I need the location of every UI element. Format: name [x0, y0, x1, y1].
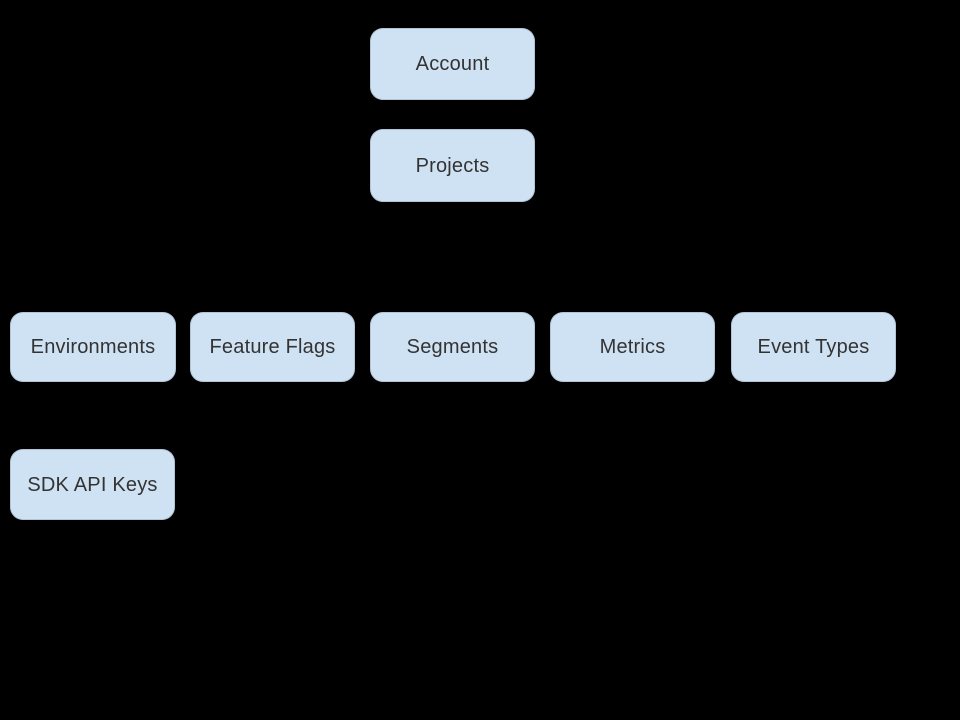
diagram-node-metrics: Metrics: [550, 312, 715, 382]
node-label-event-types: Event Types: [757, 336, 870, 358]
diagram-node-segments: Segments: [370, 312, 535, 382]
node-label-feature-flags: Feature Flags: [209, 336, 336, 358]
node-label-account: Account: [415, 53, 490, 75]
node-label-metrics: Metrics: [599, 336, 666, 358]
node-label-sdk-api-keys: SDK API Keys: [27, 473, 158, 496]
diagram-node-projects: Projects: [370, 129, 535, 202]
diagram-node-event-types: Event Types: [731, 312, 896, 382]
diagram-node-feature-flags: Feature Flags: [190, 312, 355, 382]
node-label-segments: Segments: [406, 336, 499, 358]
diagram-node-environments: Environments: [10, 312, 176, 382]
node-label-environments: Environments: [30, 336, 156, 358]
diagram-node-account: Account: [370, 28, 535, 100]
node-label-projects: Projects: [415, 154, 490, 177]
diagram-node-sdk-api-keys: SDK API Keys: [10, 449, 175, 520]
